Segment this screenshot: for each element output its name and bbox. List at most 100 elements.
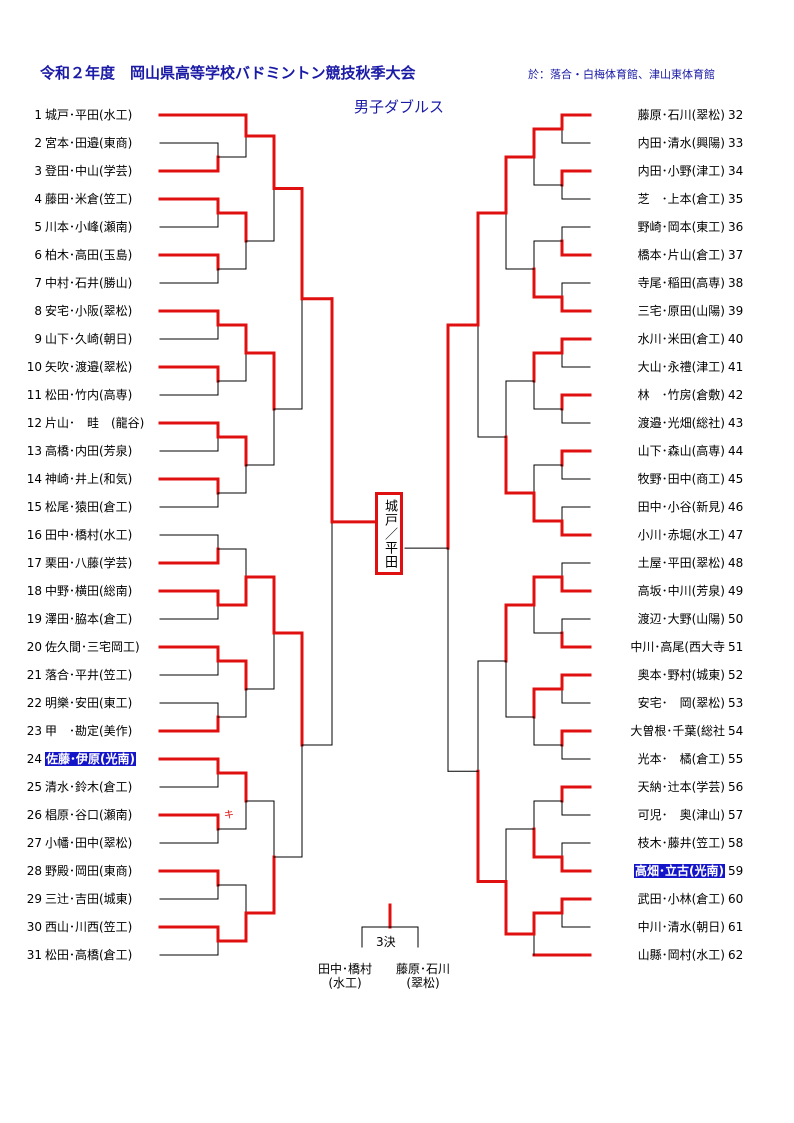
entry-44: 山下･森山(高専)44 xyxy=(638,444,750,458)
entry-name: 光本･ 橘(倉工) xyxy=(637,752,725,766)
entry-number: 39 xyxy=(728,304,744,318)
entry-38: 寺尾･稲田(高専)38 xyxy=(638,276,750,290)
entry-name: 野殿･岡田(東商) xyxy=(45,864,133,878)
entry-number: 4 xyxy=(34,192,42,206)
entry-number: 46 xyxy=(728,500,744,514)
entry-number: 62 xyxy=(728,948,744,962)
entry-number: 52 xyxy=(728,668,744,682)
entry-42: 林 ･竹房(倉敷)42 xyxy=(638,388,750,402)
entry-number: 9 xyxy=(34,332,42,346)
entry-name: 西山･川西(笠工) xyxy=(45,920,133,934)
entry-number: 36 xyxy=(728,220,744,234)
event-title: 男子ダブルス xyxy=(354,98,445,116)
entry-number: 11 xyxy=(26,388,42,402)
entry-55: 光本･ 橘(倉工)55 xyxy=(638,752,750,766)
entry-name: 松田･竹内(高専) xyxy=(45,388,133,402)
entry-name: 天納･辻本(学芸) xyxy=(637,780,725,794)
entry-32: 藤原･石川(翠松)32 xyxy=(638,108,750,122)
entry-58: 枝木･藤井(笠工)58 xyxy=(638,836,750,850)
entry-number: 32 xyxy=(728,108,744,122)
entry-name: 可児･ 奥(津山) xyxy=(637,808,725,822)
entry-name: 奥本･野村(城東) xyxy=(637,668,725,682)
champion-name: 城戸／平田 xyxy=(382,499,397,569)
entry-name: 田中･橋村(水工) xyxy=(45,528,133,542)
entry-60: 武田･小林(倉工)60 xyxy=(638,892,750,906)
entry-name: 中村･石井(勝山) xyxy=(45,276,133,290)
entry-name: 内田･小野(津工) xyxy=(637,164,725,178)
entry-number: 58 xyxy=(728,836,744,850)
entry-number: 43 xyxy=(728,416,744,430)
entry-47: 小川･赤堀(水工)47 xyxy=(638,528,750,542)
entry-number: 8 xyxy=(34,304,42,318)
entry-number: 20 xyxy=(26,640,42,654)
entry-number: 60 xyxy=(728,892,744,906)
entry-name: 内田･清水(興陽) xyxy=(637,136,725,150)
third-left-name: 田中･橋村 xyxy=(318,962,373,976)
entry-45: 牧野･田中(商工)45 xyxy=(638,472,750,486)
entry-name: 野崎･岡本(東工) xyxy=(637,220,725,234)
entry-name: 登田･中山(学芸) xyxy=(45,164,133,178)
entry-number: 27 xyxy=(26,836,42,850)
entry-name: 柏木･高田(玉島) xyxy=(45,248,133,262)
entry-name: 枝木･藤井(笠工) xyxy=(637,836,725,850)
entry-number: 51 xyxy=(728,640,744,654)
entry-number: 22 xyxy=(26,696,42,710)
entry-number: 35 xyxy=(728,192,744,206)
entry-number: 48 xyxy=(728,556,744,570)
entry-number: 31 xyxy=(26,948,42,962)
entry-number: 45 xyxy=(728,472,744,486)
entry-name: 片山･ 畦 (龍谷) xyxy=(45,416,145,430)
entry-number: 49 xyxy=(728,584,744,598)
entry-number: 7 xyxy=(34,276,42,290)
entry-name: 佐久間･三宅岡工) xyxy=(45,640,140,654)
entry-name: 大曽根･千葉(総社 xyxy=(630,724,725,738)
entry-50: 渡辺･大野(山陽)50 xyxy=(638,612,750,626)
entry-name: 小川･赤堀(水工) xyxy=(637,528,725,542)
entry-number: 59 xyxy=(728,864,744,878)
entry-name: 山下･久崎(朝日) xyxy=(45,332,133,346)
entry-43: 渡邉･光畑(総社)43 xyxy=(638,416,750,430)
entry-name: 中川･高尾(西大寺 xyxy=(630,640,725,654)
entry-40: 水川･米田(倉工)40 xyxy=(638,332,750,346)
entry-name: 宮本･田邉(東商) xyxy=(45,136,133,150)
third-place-left: 田中･橋村 (水工) xyxy=(318,962,372,990)
entry-name: 松尾･猿田(倉工) xyxy=(45,500,133,514)
third-left-school: (水工) xyxy=(328,976,362,990)
entry-number: 19 xyxy=(26,612,42,626)
entry-62: 山縣･岡村(水工)62 xyxy=(638,948,750,962)
entry-number: 25 xyxy=(26,780,42,794)
entry-name: 土屋･平田(翠松) xyxy=(637,556,725,570)
entry-41: 大山･永禮(津工)41 xyxy=(638,360,750,374)
entry-number: 5 xyxy=(34,220,42,234)
third-right-school: (翠松) xyxy=(406,976,440,990)
entry-name: 藤田･米倉(笠工) xyxy=(45,192,133,206)
entry-number: 38 xyxy=(728,276,744,290)
entry-35: 芝 ･上本(倉工)35 xyxy=(638,192,750,206)
page-title: 令和２年度 岡山県高等学校バドミントン競技秋季大会 xyxy=(40,64,416,82)
bracket-mark: キ xyxy=(224,810,234,821)
entry-number: 28 xyxy=(26,864,42,878)
entry-name: 明樂･安田(東工) xyxy=(45,696,133,710)
entry-number: 24 xyxy=(26,752,42,766)
